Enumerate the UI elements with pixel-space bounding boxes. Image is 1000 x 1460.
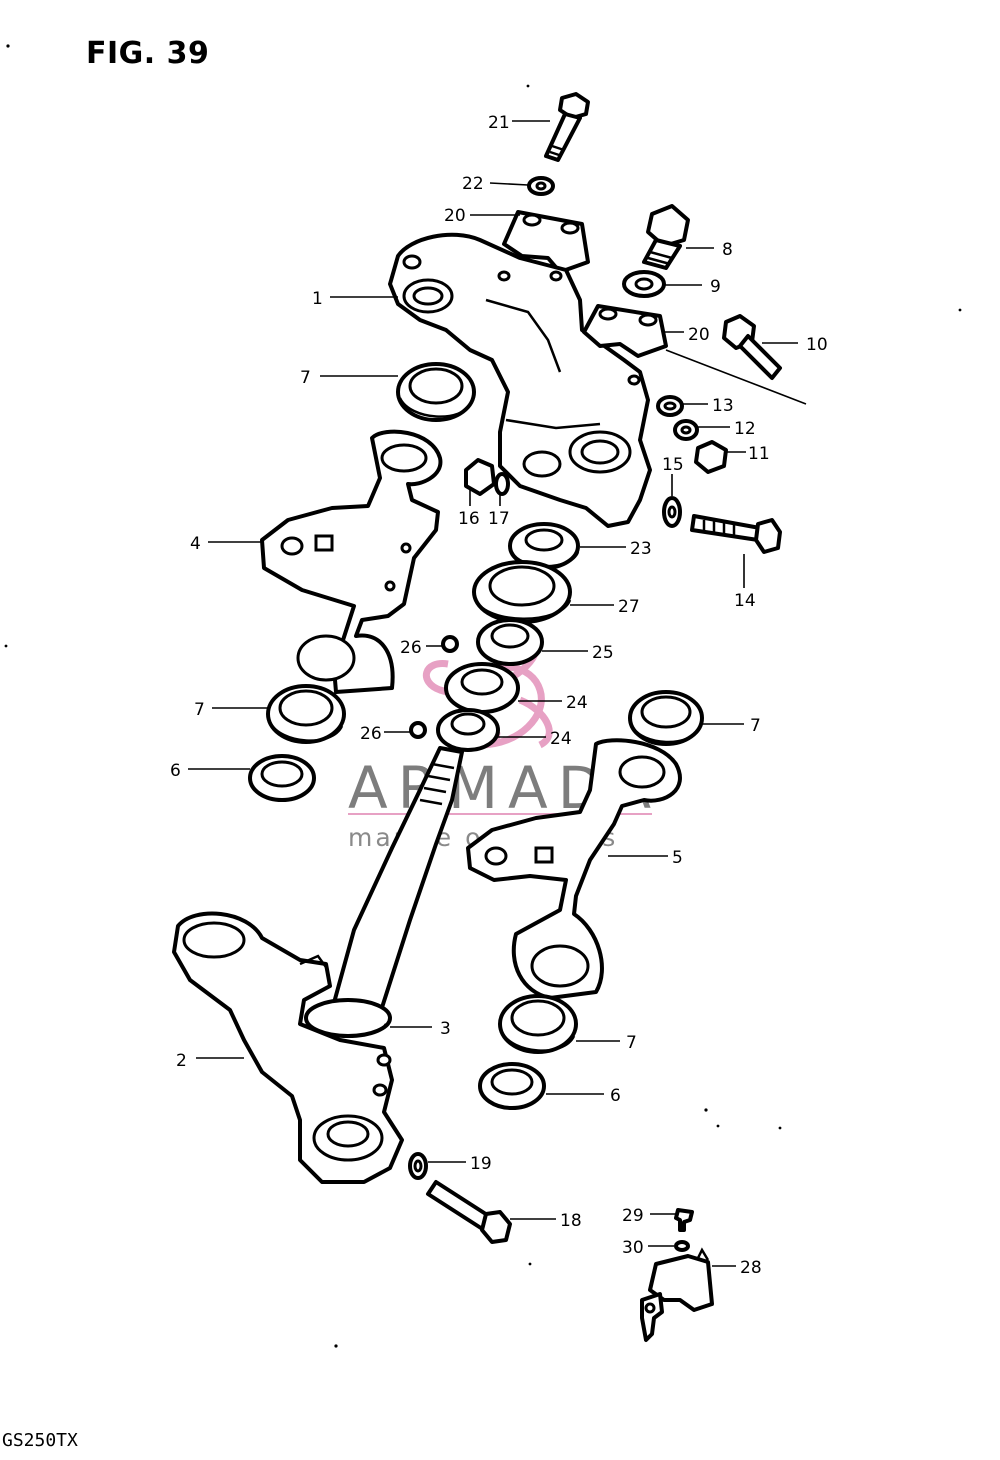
part-11-cap-nut: [694, 440, 728, 474]
part-8-bolt: [642, 204, 690, 270]
callout-25: 25: [592, 643, 614, 663]
part-7-bearing-right: [628, 690, 704, 746]
part-24-bearing-cone-upper: [444, 662, 520, 714]
part-7-bearing-lower: [498, 994, 578, 1054]
callout-5: 5: [672, 848, 683, 868]
part-15-washer: [662, 496, 682, 528]
callout-26-lower: 26: [360, 724, 382, 744]
callout-26-upper: 26: [400, 638, 422, 658]
callout-4: 4: [190, 534, 201, 554]
callout-7-left: 7: [194, 700, 205, 720]
callout-18: 18: [560, 1211, 582, 1231]
part-22-washer: [527, 176, 555, 196]
callout-14: 14: [734, 591, 756, 611]
callout-7-right: 7: [750, 716, 761, 736]
callout-19: 19: [470, 1154, 492, 1174]
part-16-cap-nut: [464, 458, 496, 496]
part-25-bearing-race: [476, 618, 544, 666]
callout-21: 21: [488, 113, 510, 133]
callout-9: 9: [710, 277, 721, 297]
callout-6-lower: 6: [610, 1086, 621, 1106]
callout-6-left: 6: [170, 761, 181, 781]
callout-10: 10: [806, 335, 828, 355]
part-20-handlebar-clamp-lower: [582, 304, 668, 358]
part-12-lock-washer: [673, 419, 699, 441]
callouts: 21 22 20 8 9 1 20 10 7 13 12 11 15 16 17…: [170, 113, 828, 1278]
callout-24-upper: 24: [566, 693, 588, 713]
callout-8: 8: [722, 240, 733, 260]
part-9-washer: [622, 270, 666, 298]
part-28-steering-lock: [640, 1247, 714, 1342]
part-21-bolt: [544, 92, 590, 162]
part-14-bolt: [690, 514, 782, 554]
part-27-dust-seal: [472, 560, 572, 624]
part-1-upper-bracket: [388, 232, 652, 528]
callout-7-upper: 7: [300, 368, 311, 388]
callout-17: 17: [488, 509, 510, 529]
callout-7-lower: 7: [626, 1033, 637, 1053]
part-20-handlebar-clamp-upper: [502, 210, 590, 274]
part-3-steering-stem: [304, 746, 464, 1038]
part-17-washer: [494, 472, 510, 496]
part-7-bearing-left: [266, 684, 346, 744]
leader-lines: [188, 120, 807, 1267]
part-7-bearing-upper: [396, 362, 476, 422]
callout-22: 22: [462, 174, 484, 194]
part-29-screw: [674, 1208, 694, 1232]
figure-title: FIG. 39: [86, 36, 210, 71]
part-4-left-bracket: [260, 429, 443, 694]
part-19-washer: [408, 1152, 428, 1180]
part-26-ball-upper: [441, 635, 459, 653]
callout-16: 16: [458, 509, 480, 529]
scan-specks: [4, 44, 962, 1348]
part-5-right-bracket: [466, 738, 682, 1000]
callout-11: 11: [748, 444, 770, 464]
callout-3: 3: [440, 1019, 451, 1039]
part-30-washer: [674, 1240, 690, 1252]
callout-29: 29: [622, 1206, 644, 1226]
callout-20-upper: 20: [444, 206, 466, 226]
part-18-bolt: [426, 1180, 512, 1244]
part-6-seal-lower: [478, 1062, 546, 1110]
callout-27: 27: [618, 597, 640, 617]
part-24-bearing-cone-lower: [436, 708, 500, 752]
part-13-washer: [656, 395, 684, 417]
part-6-seal-left: [248, 754, 316, 802]
callout-1: 1: [312, 289, 323, 309]
part-2-lower-bracket: [172, 911, 404, 1184]
callout-24-lower: 24: [550, 729, 572, 749]
callout-2: 2: [176, 1051, 187, 1071]
model-code: GS250TX: [2, 1430, 78, 1451]
callout-28: 28: [740, 1258, 762, 1278]
callout-12: 12: [734, 419, 756, 439]
callout-30: 30: [622, 1238, 644, 1258]
callout-20-lower: 20: [688, 325, 710, 345]
part-26-ball-lower: [409, 721, 427, 739]
callout-15: 15: [662, 455, 684, 475]
part-10-bolt: [722, 314, 782, 380]
callout-23: 23: [630, 539, 652, 559]
callout-13: 13: [712, 396, 734, 416]
